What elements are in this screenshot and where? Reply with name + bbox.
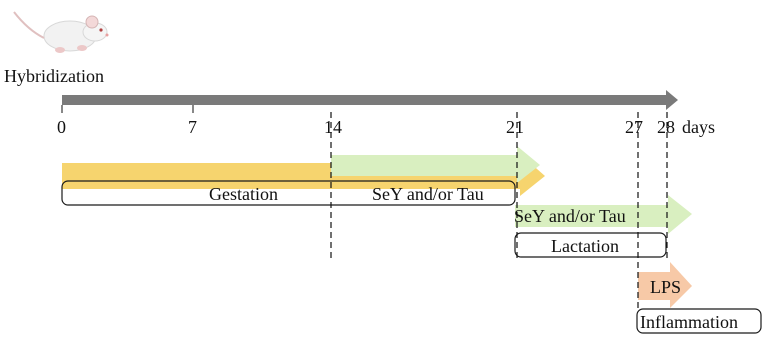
time-axis — [61, 90, 678, 113]
tick-21: 21 — [506, 117, 524, 137]
lps-label: LPS — [650, 277, 681, 297]
gestation-box — [61, 180, 516, 206]
sey-tau-label-2: SeY and/or Tau — [514, 206, 626, 226]
inflammation-label: Inflammation — [640, 312, 738, 332]
treatment-arrow-1 — [331, 146, 540, 183]
axis-unit: days — [682, 117, 715, 137]
axis-tick-labels: 0 7 14 21 27 28 days — [57, 117, 715, 137]
lactation-box — [514, 232, 667, 258]
lactation-label: Lactation — [551, 236, 619, 256]
treatment-arrow-2 — [515, 195, 692, 234]
tick-27: 27 — [625, 117, 643, 137]
tick-28: 28 — [657, 117, 675, 137]
inflammation-box — [636, 308, 762, 334]
mouse-icon — [13, 11, 109, 53]
tick-0: 0 — [57, 117, 66, 137]
gestation-label: Gestation — [209, 184, 278, 204]
dashed-guides — [330, 112, 668, 310]
title-label: Hybridization — [4, 66, 104, 86]
sey-tau-label-1: SeY and/or Tau — [372, 184, 484, 204]
tick-7: 7 — [188, 117, 197, 137]
tick-14: 14 — [324, 117, 342, 137]
lps-arrow — [638, 262, 692, 308]
